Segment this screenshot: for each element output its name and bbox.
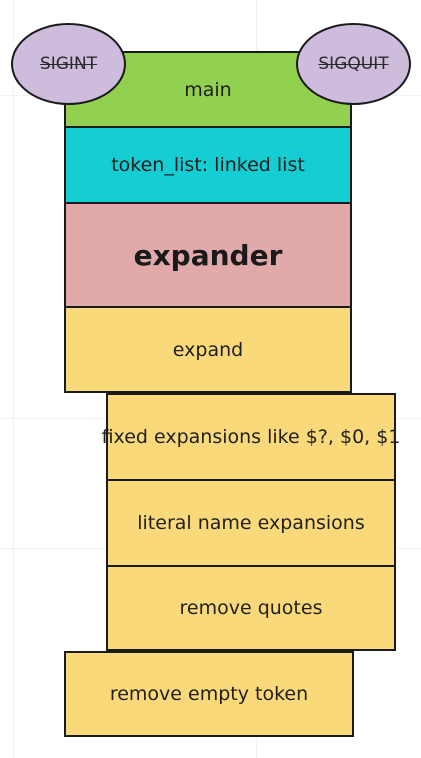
- remove-empty-token-block: remove empty token: [64, 651, 354, 737]
- token-list-label: token_list: linked list: [111, 154, 305, 176]
- remove-quotes-block: remove quotes: [106, 565, 396, 651]
- sigquit-label: SIGQUIT: [318, 54, 389, 74]
- expand-block: expand: [64, 306, 352, 393]
- main-label: main: [184, 78, 232, 101]
- literal-name-expansions-block: literal name expansions: [106, 479, 396, 567]
- fixed-expansions-label: fixed expansions like $?, $0, $1: [101, 426, 401, 448]
- fixed-expansions-block: fixed expansions like $?, $0, $1: [102, 393, 400, 481]
- expander-block: expander: [64, 202, 352, 308]
- sigint-ellipse: SIGINT: [11, 23, 126, 105]
- remove-quotes-label: remove quotes: [179, 597, 323, 619]
- remove-empty-token-label: remove empty token: [109, 683, 309, 705]
- literal-name-expansions-label: literal name expansions: [137, 512, 365, 534]
- sigquit-ellipse: SIGQUIT: [296, 23, 411, 105]
- expander-label: expander: [133, 238, 283, 272]
- grid-line: [13, 0, 14, 758]
- expand-label: expand: [172, 338, 244, 361]
- sigint-label: SIGINT: [39, 54, 98, 74]
- token-list-block: token_list: linked list: [64, 126, 352, 204]
